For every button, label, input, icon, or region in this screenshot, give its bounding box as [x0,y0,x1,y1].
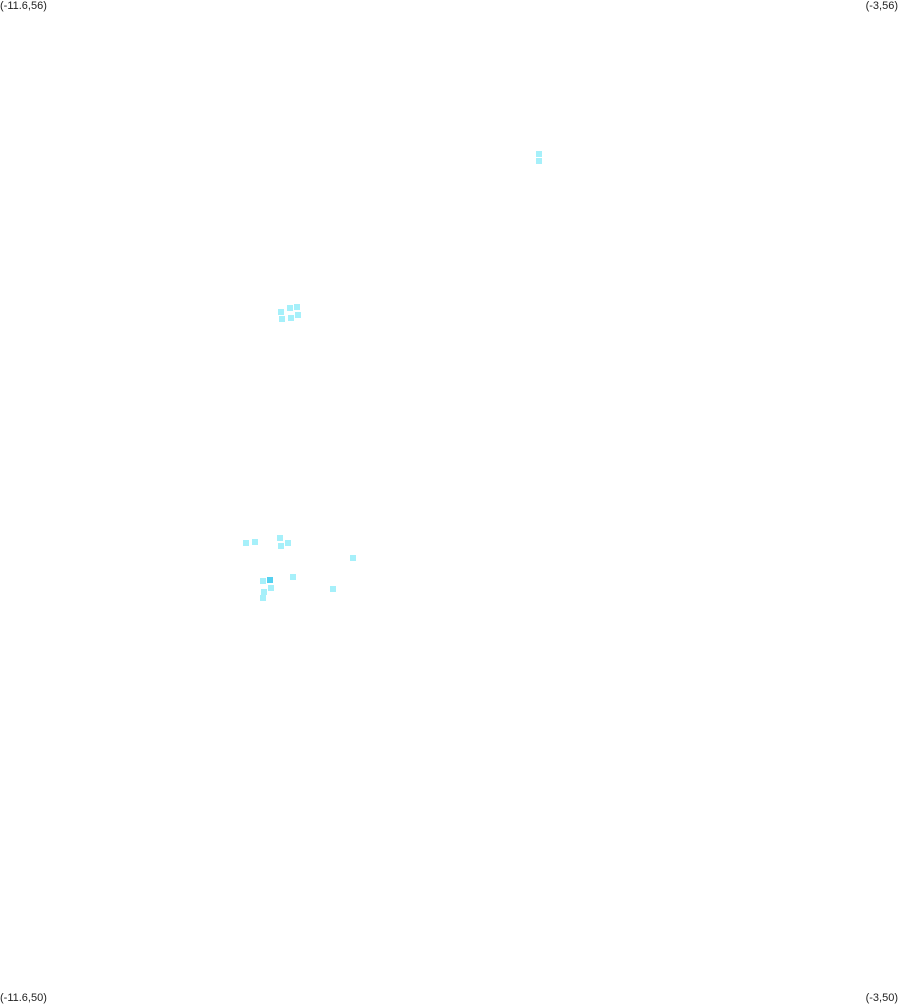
map-point[interactable] [288,315,294,321]
map-point[interactable] [350,555,356,561]
map-point[interactable] [278,543,284,549]
map-point[interactable] [252,539,258,545]
corner-label-top-left: (-11.6,56) [0,0,47,12]
map-point[interactable] [267,577,273,583]
map-point[interactable] [294,304,300,310]
corner-label-top-right: (-3,56) [865,0,898,12]
map-point[interactable] [279,316,285,322]
map-point[interactable] [260,578,266,584]
map-point[interactable] [277,535,283,541]
map-point[interactable] [290,574,296,580]
map-point[interactable] [536,158,542,164]
map-point[interactable] [243,540,249,546]
map-point[interactable] [285,540,291,546]
map-point[interactable] [261,589,267,595]
map-point[interactable] [536,151,542,157]
map-point[interactable] [330,586,336,592]
map-point[interactable] [260,595,266,601]
map-point[interactable] [278,309,284,315]
map-point[interactable] [287,305,293,311]
map-point[interactable] [295,312,301,318]
map-point[interactable] [268,585,274,591]
